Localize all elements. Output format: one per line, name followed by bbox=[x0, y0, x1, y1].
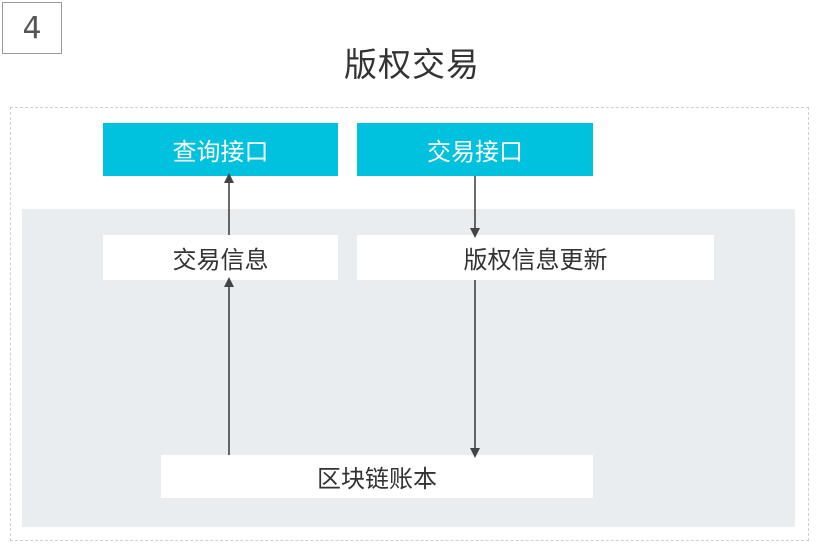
trade-info-box: 交易信息 bbox=[103, 235, 338, 280]
query-interface-box: 查询接口 bbox=[103, 123, 338, 176]
diagram-title: 版权交易 bbox=[344, 45, 480, 84]
blockchain-ledger-box: 区块链账本 bbox=[161, 455, 593, 498]
trade-interface-box: 交易接口 bbox=[357, 123, 593, 176]
outer-dashed-frame bbox=[10, 107, 809, 541]
copyright-update-box: 版权信息更新 bbox=[357, 235, 714, 280]
step-number-badge: 4 bbox=[2, 2, 62, 54]
